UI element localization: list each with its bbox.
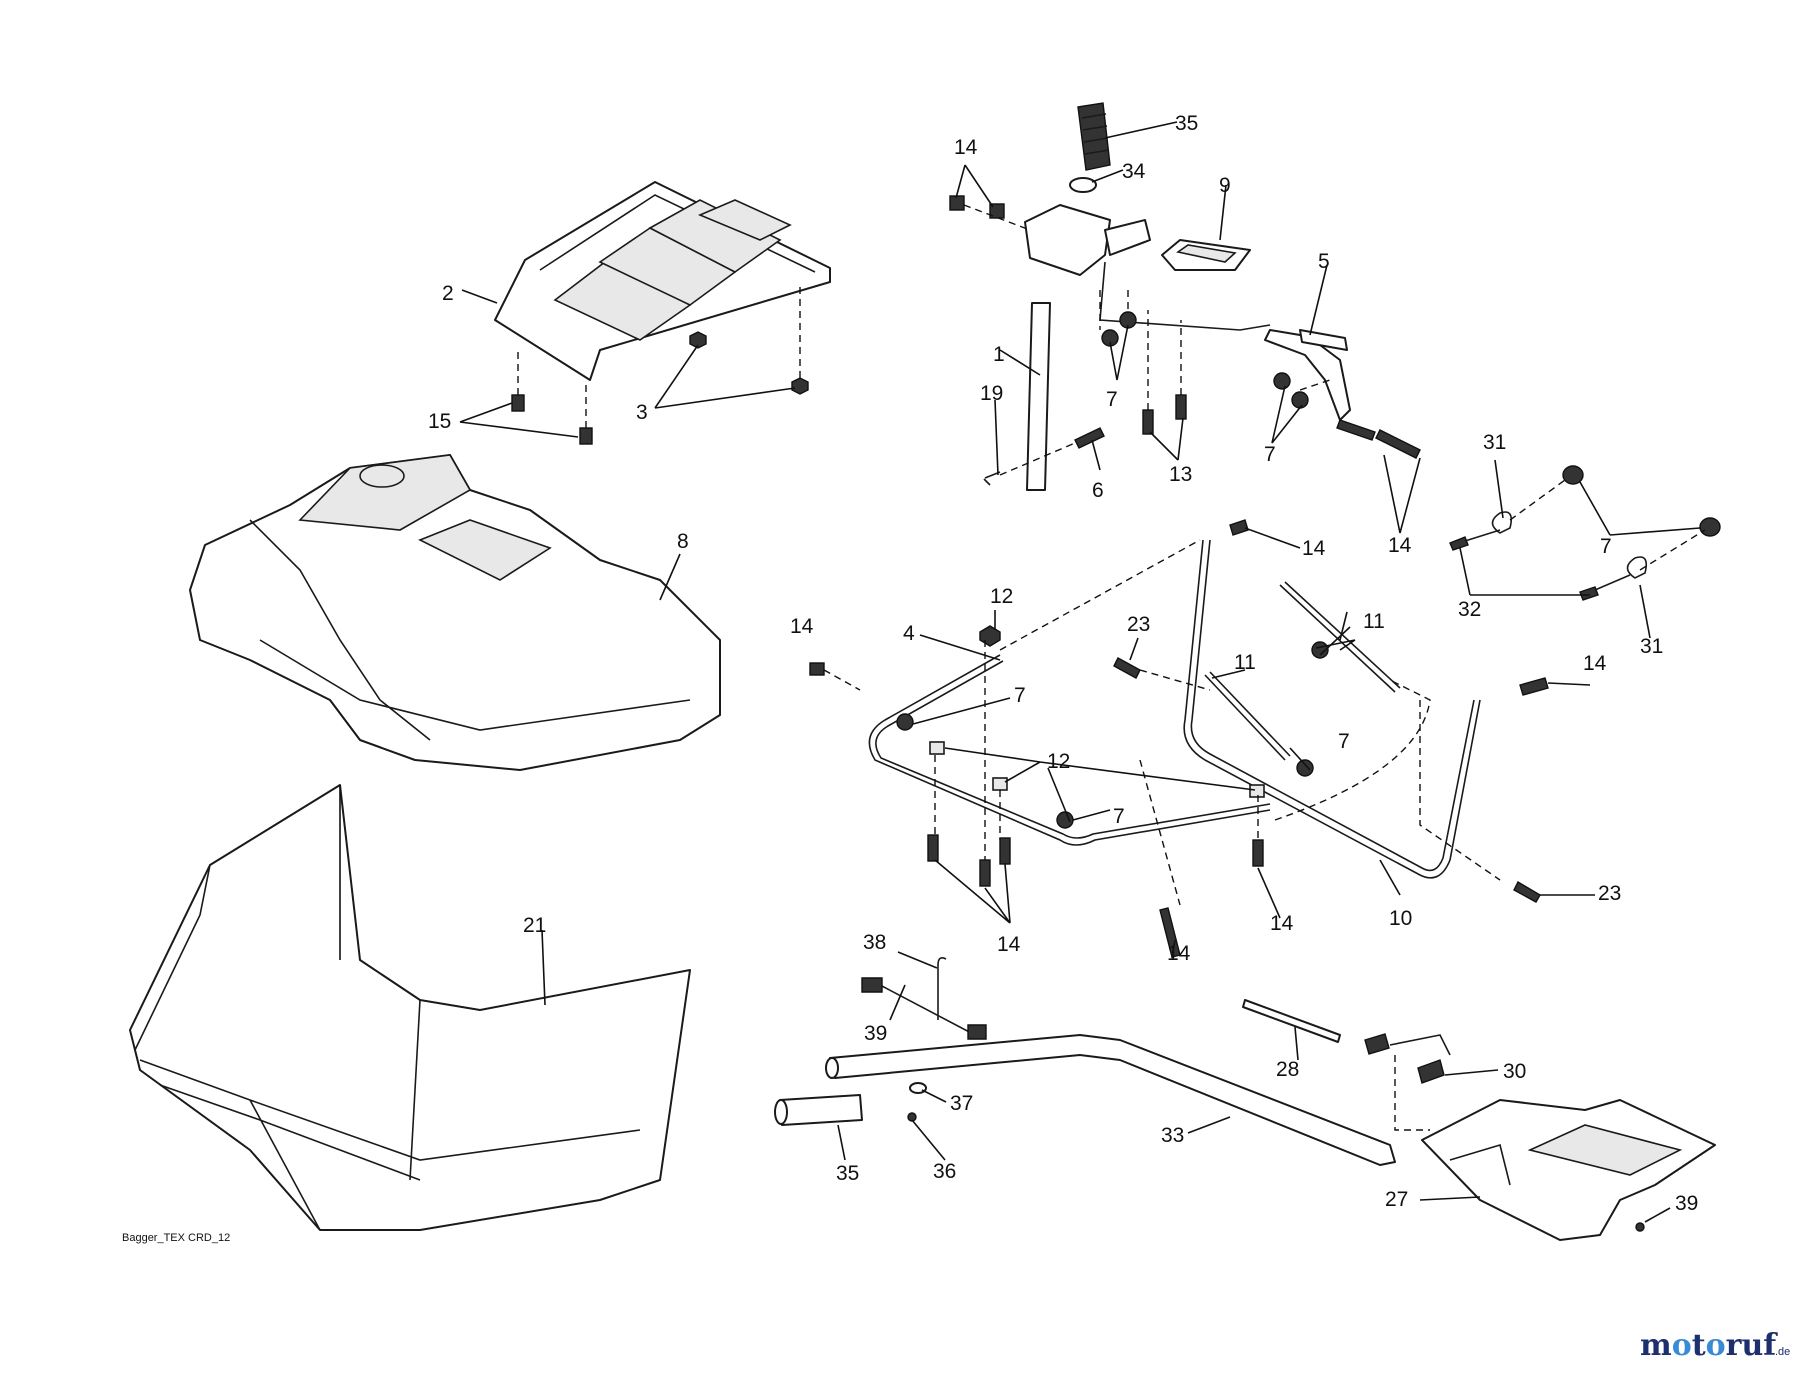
- callout-12-a: 12: [990, 585, 1013, 608]
- leader-lines: [339, 121, 1701, 1223]
- callout-14-h: 14: [1270, 912, 1294, 935]
- part-7-bushings-right: [1562, 465, 1721, 537]
- callout-14-a: 14: [954, 136, 978, 159]
- motoruf-watermark-logo: motoruf .de: [1640, 1328, 1790, 1363]
- upper-bracket: [1024, 204, 1271, 331]
- callout-27: 34: [1122, 160, 1146, 183]
- svg-text:motoruf: motoruf: [1640, 1328, 1778, 1363]
- callout-8: 8: [677, 530, 689, 553]
- callout-labels: 2 15 3 8 21 14 35 34 9 5 1 19 7 6 13 7 1…: [428, 112, 1698, 1215]
- part-10-frame: [1183, 539, 1481, 879]
- part-25-clips: [1491, 479, 1706, 579]
- part-13-screws: [1142, 310, 1187, 435]
- part-2-upper-cover: [494, 181, 831, 381]
- part-36-hook: [937, 957, 947, 1020]
- callout-26: 32: [1458, 598, 1481, 621]
- callout-14-g: 14: [1167, 942, 1191, 965]
- callout-14-b: 14: [1388, 534, 1412, 557]
- part-14-bolts-upper: [949, 195, 1421, 459]
- callout-35: 35: [836, 1162, 859, 1185]
- part-27-ring: [1069, 177, 1097, 193]
- part-32-springs: [1364, 1033, 1451, 1131]
- callout-2: 2: [442, 282, 454, 305]
- callout-11-a: 11: [1363, 610, 1385, 633]
- part-39-spring-rod: [861, 977, 987, 1040]
- part-23-bolts: [1113, 657, 1541, 903]
- callout-7-e: 7: [1338, 730, 1350, 753]
- callout-15: 15: [428, 410, 451, 433]
- part-6-bolt: [999, 427, 1105, 476]
- callout-33: 33: [1161, 1124, 1184, 1147]
- part-33-shaft: [825, 1034, 1396, 1166]
- callout-34: 39: [1675, 1192, 1698, 1215]
- callout-14-d: 14: [790, 615, 814, 638]
- callout-30: 27: [1385, 1188, 1408, 1211]
- part-37-pin: [907, 1112, 917, 1122]
- callout-12-b: 12: [1047, 750, 1070, 773]
- callout-37: 36: [933, 1160, 956, 1183]
- part-9-handle: [1161, 239, 1251, 271]
- part-21-collector-bag: [129, 784, 691, 1231]
- drawing-reference: Bagger_TEX CRD_12: [122, 1232, 230, 1244]
- callout-25-b: 31: [1640, 635, 1663, 658]
- callout-7-c: 7: [1600, 535, 1612, 558]
- callout-14-c: 14: [1302, 537, 1326, 560]
- callout-9: 9: [1219, 174, 1231, 197]
- callout-28: 35: [1175, 112, 1198, 135]
- part-34-screw: [1635, 1222, 1645, 1232]
- callout-31: 28: [1276, 1058, 1299, 1081]
- callout-39: 39: [864, 1022, 887, 1045]
- callout-38: 37: [950, 1092, 973, 1115]
- callout-10: 10: [1389, 907, 1412, 930]
- callout-23-a: 23: [1127, 613, 1150, 636]
- part-28-grip: [1077, 102, 1111, 171]
- callout-7-b: 7: [1264, 443, 1276, 466]
- part-26-pins: [1449, 529, 1631, 601]
- part-30-pedal: [1421, 1099, 1716, 1241]
- callout-1: 1: [993, 343, 1005, 366]
- callout-21: 21: [523, 914, 546, 937]
- callout-7-d: 7: [1014, 684, 1026, 707]
- svg-text:.de: .de: [1775, 1346, 1790, 1358]
- frame-phantom-lines: [934, 539, 1501, 906]
- part-15-screws: [511, 350, 593, 445]
- callout-4: 4: [903, 622, 915, 645]
- part-1-column: [1026, 302, 1051, 491]
- callout-3: 3: [636, 401, 648, 424]
- callout-6: 6: [1092, 479, 1104, 502]
- part-35-grip: [774, 1094, 863, 1126]
- part-5-lever: [1264, 329, 1351, 421]
- callout-7-a: 7: [1106, 388, 1118, 411]
- part-7-nuts-frame: [896, 641, 1329, 829]
- callout-14-f: 14: [997, 933, 1021, 956]
- callout-7-f: 7: [1113, 805, 1125, 828]
- part-3-nuts: [689, 285, 809, 395]
- callout-23-b: 23: [1598, 882, 1621, 905]
- callout-19: 19: [980, 382, 1003, 405]
- callout-36: 38: [863, 931, 886, 954]
- callout-25-a: 31: [1483, 431, 1506, 454]
- part-12-plates: [929, 625, 1265, 798]
- part-4-lift-arm: [868, 654, 1271, 846]
- callout-14-e: 14: [1583, 652, 1607, 675]
- part-31-rod: [1242, 999, 1341, 1043]
- callout-5: 5: [1318, 250, 1330, 273]
- part-14-bolts-frame: [809, 519, 1549, 958]
- part-8-hood: [189, 454, 721, 771]
- callout-11-b: 11: [1234, 651, 1256, 674]
- callout-13: 13: [1169, 463, 1192, 486]
- callout-32: 30: [1503, 1060, 1526, 1083]
